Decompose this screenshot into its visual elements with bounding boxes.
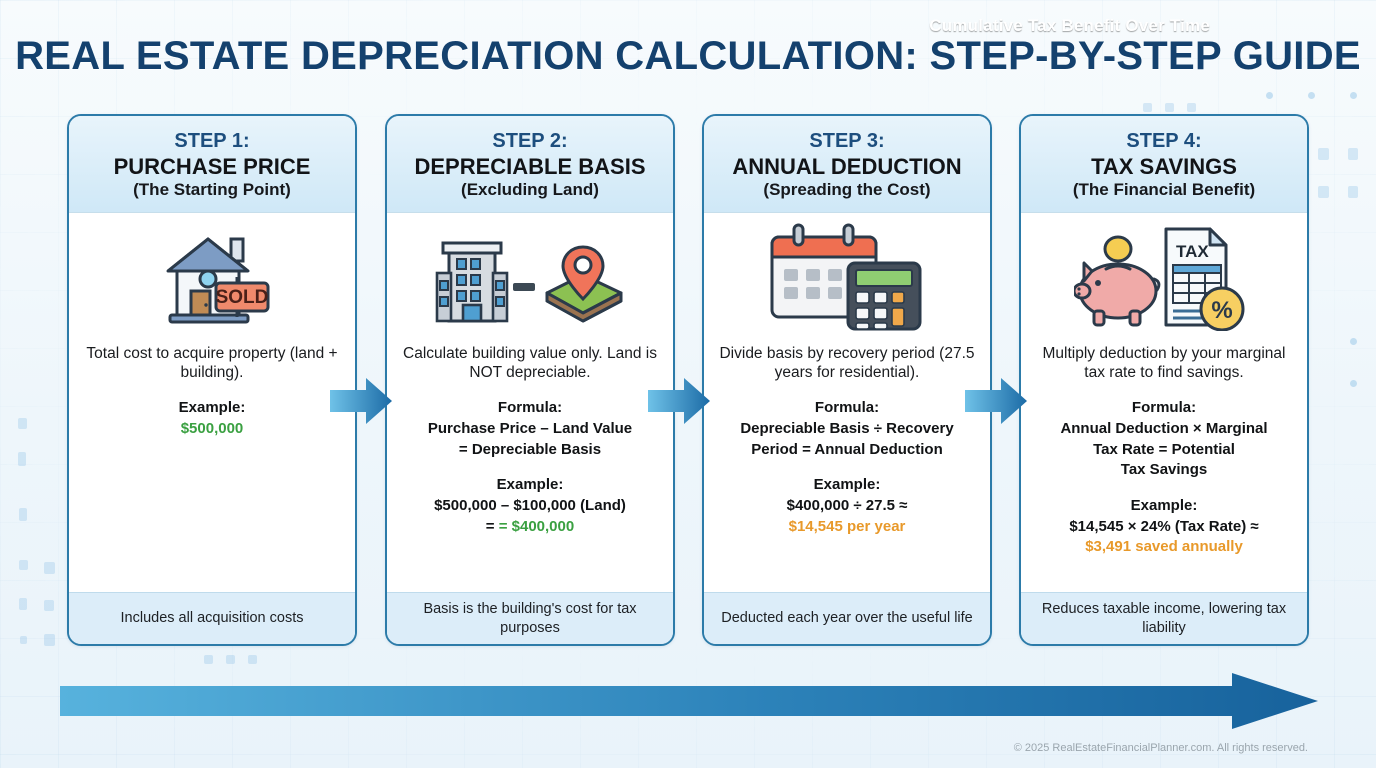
background-square — [248, 655, 257, 664]
formula-line: Depreciable Basis ÷ Recovery — [740, 419, 954, 437]
card-body: Total cost to acquire property (land + b… — [69, 337, 355, 592]
step-number: STEP 1: — [174, 130, 250, 152]
background-square — [19, 560, 28, 570]
formula-line: Purchase Price – Land Value — [427, 419, 633, 437]
tax-label: TAX — [1176, 242, 1209, 261]
step-title: TAX SAVINGS — [1091, 153, 1237, 179]
formula-line: Annual Deduction × Marginal — [1060, 419, 1268, 437]
example-block: Example: $500,000 — [83, 398, 341, 439]
building-minus-land-icon — [387, 212, 673, 338]
background-square — [1143, 103, 1152, 112]
step-card-3: STEP 3: ANNUAL DEDUCTION (Spreading the … — [702, 114, 992, 646]
cumulative-benefit-banner — [60, 673, 1318, 729]
step-title: DEPRECIABLE BASIS — [414, 153, 646, 179]
formula-block: Formula: Purchase Price – Land Value = D… — [401, 398, 659, 460]
card-footer: Basis is the building's cost for tax pur… — [387, 592, 673, 644]
example-label: Example: — [496, 476, 564, 494]
example-block: Example: $14,545 × 24% (Tax Rate) ≈ $3,4… — [1035, 496, 1293, 558]
background-dot — [1266, 92, 1273, 99]
house-sold-icon: SOLD — [69, 212, 355, 338]
formula-label: Formula: — [497, 399, 563, 417]
step-subtitle: (The Financial Benefit) — [1072, 179, 1256, 199]
background-square — [44, 600, 54, 611]
example-value: = = $400,000 — [485, 517, 575, 535]
step-subtitle: (The Starting Point) — [133, 179, 291, 199]
calendar-calculator-icon — [704, 212, 990, 338]
card-body: Calculate building value only. Land is N… — [387, 337, 673, 592]
card-body: Divide basis by recovery period (27.5 ye… — [704, 337, 990, 592]
connector-arrow-1-2 — [330, 378, 392, 424]
piggybank-taxform-icon: TAX % — [1021, 212, 1307, 338]
card-body: Multiply deduction by your marginal tax … — [1021, 337, 1307, 592]
copyright-text: © 2025 RealEstateFinancialPlanner.com. A… — [1013, 742, 1308, 754]
step-description: Divide basis by recovery period (27.5 ye… — [719, 344, 975, 382]
sold-label: SOLD — [216, 287, 269, 308]
background-dot — [1350, 92, 1357, 99]
background-square — [204, 655, 213, 664]
step-card-4: STEP 4: TAX SAVINGS (The Financial Benef… — [1019, 114, 1309, 646]
card-header: STEP 1: PURCHASE PRICE (The Starting Poi… — [69, 116, 355, 213]
example-label: Example: — [813, 476, 881, 494]
card-header: STEP 2: DEPRECIABLE BASIS (Excluding Lan… — [387, 116, 673, 213]
example-value: $500,000 — [180, 419, 244, 437]
step-description: Calculate building value only. Land is N… — [403, 344, 657, 382]
background-dot — [1350, 380, 1357, 387]
formula-label: Formula: — [814, 399, 880, 417]
step-description: Multiply deduction by your marginal tax … — [1042, 344, 1286, 382]
card-header: STEP 3: ANNUAL DEDUCTION (Spreading the … — [704, 116, 990, 213]
example-line: $500,000 – $100,000 (Land) — [434, 497, 626, 514]
background-square — [44, 562, 55, 574]
formula-line: Tax Savings — [1120, 461, 1208, 479]
background-square — [1187, 103, 1196, 112]
example-block: Example: $400,000 ÷ 27.5 ≈ $14,545 per y… — [718, 475, 976, 537]
step-title: ANNUAL DEDUCTION — [732, 153, 962, 179]
connector-arrow-2-3 — [648, 378, 710, 424]
example-result: $3,491 saved annually — [1085, 538, 1243, 556]
background-square — [18, 418, 27, 429]
step-number: STEP 3: — [809, 130, 885, 152]
banner-label: Cumulative Tax Benefit Over Time — [929, 16, 1210, 35]
background-square — [19, 598, 27, 610]
formula-block: Formula: Depreciable Basis ÷ Recovery Pe… — [718, 398, 976, 460]
step-subtitle: (Spreading the Cost) — [763, 179, 931, 199]
connector-arrow-3-4 — [965, 378, 1027, 424]
step-number: STEP 4: — [1126, 130, 1202, 152]
formula-label: Formula: — [1131, 399, 1197, 417]
example-label: Example: — [1130, 497, 1198, 514]
page-title: REAL ESTATE DEPRECIATION CALCULATION: ST… — [15, 34, 1361, 78]
formula-line: Tax Rate = Potential — [1093, 440, 1235, 458]
example-result: = $400,000 — [498, 517, 575, 535]
background-square — [18, 452, 26, 466]
background-square — [1348, 148, 1358, 160]
formula-line: Period = Annual Deduction — [751, 440, 943, 458]
background-square — [19, 508, 27, 521]
card-footer: Deducted each year over the useful life — [704, 592, 990, 644]
example-line: $400,000 ÷ 27.5 ≈ — [786, 497, 908, 514]
step-title: PURCHASE PRICE — [113, 153, 311, 179]
step-subtitle: (Excluding Land) — [461, 179, 599, 199]
step-number: STEP 2: — [492, 130, 568, 152]
step-card-2: STEP 2: DEPRECIABLE BASIS (Excluding Lan… — [385, 114, 675, 646]
background-square — [1318, 148, 1329, 160]
background-square — [44, 634, 55, 646]
percent-icon: % — [1211, 297, 1232, 324]
card-header: STEP 4: TAX SAVINGS (The Financial Benef… — [1021, 116, 1307, 213]
background-square — [1348, 186, 1358, 198]
card-footer: Includes all acquisition costs — [69, 592, 355, 644]
formula-line: = Depreciable Basis — [458, 440, 602, 458]
card-footer: Reduces taxable income, lowering tax lia… — [1021, 592, 1307, 644]
background-square — [1165, 103, 1174, 112]
example-result: $14,545 per year — [788, 517, 906, 535]
example-label: Example: — [178, 399, 246, 417]
step-card-1: STEP 1: PURCHASE PRICE (The Starting Poi… — [67, 114, 357, 646]
background-dot — [1350, 338, 1357, 345]
formula-block: Formula: Annual Deduction × Marginal Tax… — [1035, 398, 1293, 481]
background-square — [20, 636, 27, 644]
background-square — [226, 655, 235, 664]
background-square — [1318, 186, 1329, 198]
example-line: $14,545 × 24% (Tax Rate) ≈ — [1069, 517, 1259, 535]
step-description: Total cost to acquire property (land + b… — [86, 344, 338, 382]
background-dot — [1308, 92, 1315, 99]
example-block: Example: $500,000 – $100,000 (Land) = = … — [401, 475, 659, 537]
